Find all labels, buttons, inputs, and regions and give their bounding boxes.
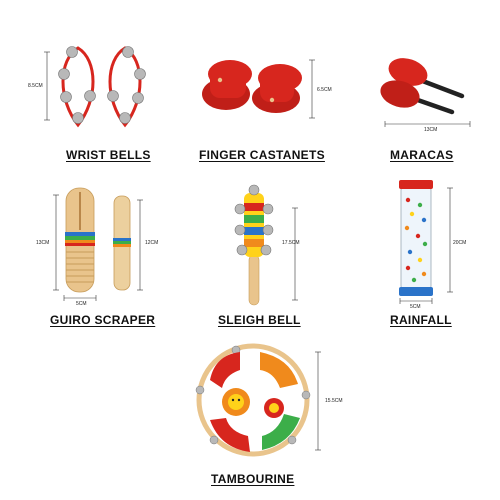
guiro-stick-dimension: 12CM — [145, 240, 159, 246]
wrist-bells-label: WRIST BELLS — [66, 148, 151, 162]
maracas-label: MARACAS — [390, 148, 454, 162]
tambourine-label: TAMBOURINE — [211, 472, 295, 486]
maracas-dimension: 13CM — [424, 127, 438, 133]
finger-castanets-label: FINGER CASTANETS — [199, 148, 325, 162]
guiro-scraper-label: GUIRO SCRAPER — [50, 313, 156, 327]
guiro-width-dimension: 5CM — [76, 301, 87, 307]
rainfall-height-dimension: 20CM — [453, 240, 467, 246]
rainfall-width-dimension: 5CM — [410, 304, 421, 310]
finger-castanets-dimension: 6.5CM — [317, 87, 332, 93]
tambourine-dimension: 15.5CM — [325, 398, 343, 404]
sleigh-bell-label: SLEIGH BELL — [218, 313, 301, 327]
sleigh-bell-dimension: 17.5CM — [282, 240, 300, 246]
guiro-dimension-height: 13CM — [36, 240, 50, 246]
rainfall-label: RAINFALL — [390, 313, 452, 327]
wrist-bells-dimension: 8.5CM — [28, 83, 43, 89]
